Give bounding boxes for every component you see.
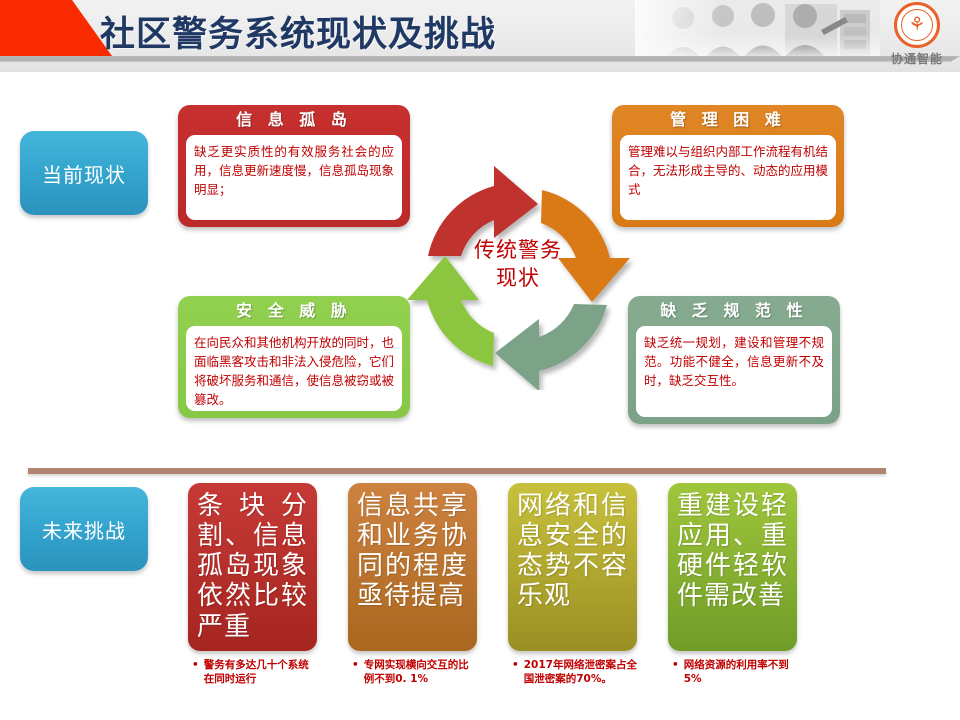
future-card-4-text: 重建设轻应用、重硬件轻软件需改善: [668, 483, 797, 651]
header-rule: [0, 56, 960, 62]
current-card-information-island: 信 息 孤 岛 缺乏更实质性的有效服务社会的应用，信息更新速度慢，信息孤岛现象明…: [178, 105, 410, 227]
cycle-arrow-lightgreen: [407, 256, 494, 366]
future-card-4-note-text: 网络资源的利用率不到5%: [683, 659, 789, 686]
card-body: 缺乏统一规划，建设和管理不规范。功能不健全，信息更新不及时，缺乏交互性。: [636, 326, 832, 417]
future-card-3: 网络和信息安全的态势不容乐观 • 2017年网络泄密案占全国泄密案的70%。: [508, 483, 637, 686]
card-body: 在向民众和其他机构开放的同时，也面临黑客攻击和非法入侵危险，它们将破坏服务和通信…: [186, 326, 402, 411]
future-card-2-note: • 专网实现横向交互的比例不到0. 1%: [348, 658, 477, 686]
page-title: 社区警务系统现状及挑战: [100, 14, 497, 55]
future-card-2-text: 信息共享和业务协同的程度亟待提高: [348, 483, 477, 651]
future-card-1-text: 条块分割、信息孤岛现象依然比较严重: [188, 483, 317, 651]
current-card-security-threat: 安 全 威 胁 在向民众和其他机构开放的同时，也面临黑客攻击和非法入侵危险，它们…: [178, 296, 410, 418]
future-card-4-note: • 网络资源的利用率不到5%: [668, 658, 797, 686]
future-card-4: 重建设轻应用、重硬件轻软件需改善 • 网络资源的利用率不到5%: [668, 483, 797, 686]
future-card-1-note-text: 警务有多达几十个系统在同时运行: [203, 659, 309, 686]
bullet-icon: •: [352, 659, 359, 671]
section-label-future: 未来挑战: [20, 487, 148, 571]
card-title: 安 全 威 胁: [236, 301, 352, 320]
future-card-2: 信息共享和业务协同的程度亟待提高 • 专网实现横向交互的比例不到0. 1%: [348, 483, 477, 686]
bullet-icon: •: [672, 659, 679, 671]
card-body: 缺乏更实质性的有效服务社会的应用，信息更新速度慢，信息孤岛现象明显；: [186, 135, 402, 220]
section-label-current-text: 当前现状: [42, 162, 126, 187]
logo-glyph: ⚘: [908, 13, 926, 36]
card-title: 信 息 孤 岛: [236, 110, 352, 129]
future-card-1: 条块分割、信息孤岛现象依然比较严重 • 警务有多达几十个系统在同时运行: [188, 483, 317, 686]
card-title: 缺 乏 规 范 性: [660, 301, 808, 320]
cycle-arrow-seagreen: [495, 304, 607, 390]
cycle-arrow-red: [428, 166, 538, 256]
bullet-icon: •: [512, 659, 519, 671]
header-photo: [635, 0, 880, 58]
company-logo: ⚘ 协通智能: [882, 2, 952, 68]
card-body: 管理难以与组织内部工作流程有机结合，无法形成主导的、动态的应用模式: [620, 135, 836, 220]
cycle-arrows-graphic: [407, 166, 630, 390]
section-divider: [28, 468, 886, 474]
future-card-3-note-text: 2017年网络泄密案占全国泄密案的70%。: [523, 659, 637, 686]
future-card-3-text: 网络和信息安全的态势不容乐观: [508, 483, 637, 651]
logo-text: 协通智能: [890, 52, 943, 66]
future-card-1-note: • 警务有多达几十个系统在同时运行: [188, 658, 317, 686]
section-label-future-text: 未来挑战: [42, 518, 126, 543]
current-card-lack-of-standards: 缺 乏 规 范 性 缺乏统一规划，建设和管理不规范。功能不健全，信息更新不及时，…: [628, 296, 840, 424]
page-header: 社区警务系统现状及挑战 ⚘ 协通智能: [0, 0, 960, 72]
card-title: 管 理 困 难: [670, 110, 786, 129]
bullet-icon: •: [192, 659, 199, 671]
cycle-diagram: 传统警务 现状: [398, 160, 638, 390]
future-card-3-note: • 2017年网络泄密案占全国泄密案的70%。: [508, 658, 637, 686]
cycle-arrow-orange: [541, 190, 630, 302]
current-card-management-difficulty: 管 理 困 难 管理难以与组织内部工作流程有机结合，无法形成主导的、动态的应用模…: [612, 105, 844, 227]
future-card-2-note-text: 专网实现横向交互的比例不到0. 1%: [363, 659, 469, 686]
header-accent-shape: [0, 0, 112, 56]
logo-seal-icon: ⚘: [894, 2, 940, 48]
section-label-current: 当前现状: [20, 131, 148, 215]
